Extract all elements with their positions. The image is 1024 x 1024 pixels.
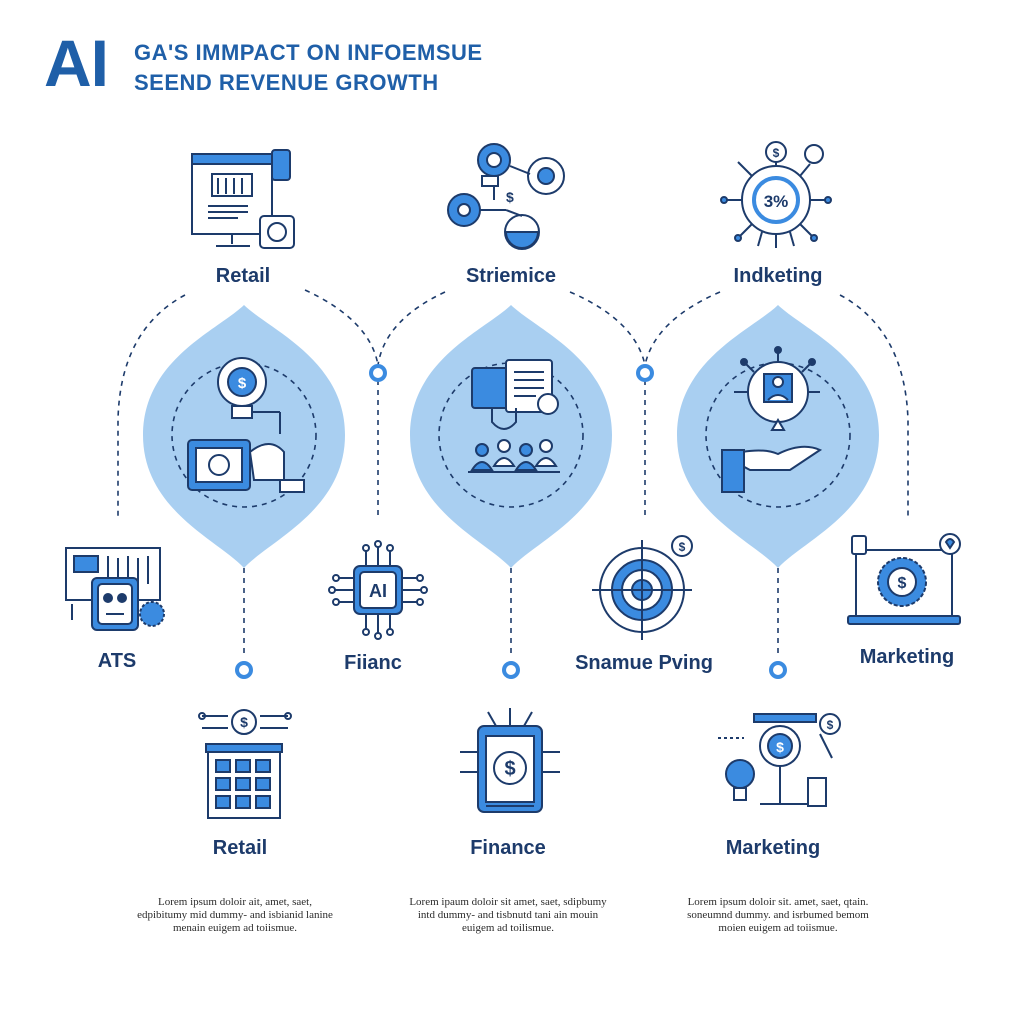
retail-dashboard-icon [191,149,295,249]
target-pricing-icon: $ [592,535,693,640]
description-finance: Lorem ipaum doloir sit amet, saet, sdipb… [409,896,607,934]
connector-line [304,289,379,366]
handshake-person-icon [721,346,823,493]
label-marketing-bottom: Marketing [725,837,821,859]
dollar-sign: $ [679,540,686,554]
dollar-sign: $ [898,575,907,592]
service-gears-icon: $ [447,143,565,250]
connector-dot [235,661,253,679]
connector-line [839,294,909,520]
retail-store-icon: $ [198,709,292,819]
ai-chip-icon: AI [328,540,428,640]
title-line-1: GA'S IMMPACT ON INFOEMSUE [134,40,483,65]
page-title: GA'S IMMPACT ON INFOEMSUE SEEND REVENUE … [134,38,483,98]
description-marketing: Lorem ipsum doloir sit. amet, saet, qtai… [687,896,869,934]
connector-dot [636,364,654,382]
dollar-sign: $ [240,714,248,730]
connector-line [569,291,646,366]
label-marketing-mid: Marketing [859,646,955,668]
dollar-sign: $ [827,718,834,732]
finance-tablet-icon: $ [460,708,560,813]
description-retail: Lorem ipsum doloir ait, amet, saet, edpi… [137,896,333,934]
teardrop-shape [143,305,345,568]
marketing-process-icon: $ $ [718,713,841,807]
logo-ai: AI [44,26,109,100]
marketing-gauge-icon: 3% $ [720,141,832,248]
dollar-sign: $ [776,739,784,755]
label-retail-top: Retail [215,265,271,287]
label-marketing-top: Indketing [733,265,823,287]
connector-line [644,291,721,366]
team-chat-icon [468,359,560,473]
teardrop-shape [410,305,612,568]
ars-robot-icon [65,547,165,631]
label-retail-bottom: Retail [212,837,268,859]
connector-line [377,291,446,366]
label-finance-bottom: Finance [470,837,546,859]
dollar-sign: $ [773,146,780,160]
connector-dot [369,364,387,382]
gauge-percent: 3% [764,192,789,211]
connector-dot [502,661,520,679]
label-pricing: Snamue Pving [575,652,713,674]
title-line-2: SEEND REVENUE GROWTH [134,70,439,95]
label-finance-mid: Fiianc [344,652,402,674]
dollar-sign: $ [506,189,514,205]
label-service-top: Striemice [465,265,557,287]
dollar-sign: $ [238,375,247,392]
chip-text: AI [369,581,387,601]
label-ars: ATS [97,650,137,672]
teardrop-shape [677,305,879,568]
dollar-sign: $ [504,758,515,780]
connector-dot [769,661,787,679]
money-bulb-icon: $ [187,357,305,493]
connector-line [117,294,186,520]
laptop-gear-icon: $ [847,533,961,625]
